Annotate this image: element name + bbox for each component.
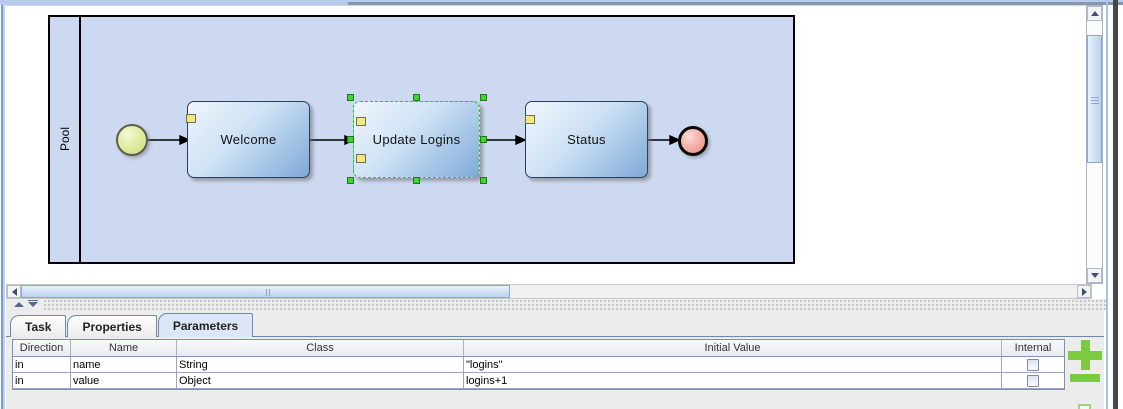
pool-label-strip: Pool	[50, 17, 81, 262]
arrow-right-icon	[1081, 287, 1087, 296]
start-event[interactable]	[116, 124, 148, 156]
divider-button-pad	[6, 299, 42, 310]
pool-label: Pool	[57, 127, 72, 152]
column-header-internal[interactable]: Internal	[1002, 340, 1064, 357]
task-update-parameter-marker-2	[356, 154, 366, 163]
cell-direction[interactable]: in	[13, 357, 71, 373]
thumb-grip-icon	[266, 289, 267, 296]
task-status-label: Status	[567, 132, 606, 147]
scroll-left-button[interactable]	[7, 285, 21, 298]
window-right-edge	[1113, 0, 1118, 409]
cell-internal	[1002, 357, 1064, 373]
task-welcome[interactable]: Welcome	[187, 101, 310, 178]
window-top-strip-left	[0, 0, 348, 5]
canvas-horizontal-scrollbar[interactable]	[6, 284, 1092, 299]
task-update-logins[interactable]: Update Logins	[353, 101, 480, 178]
panel-tab-bar: Task Properties Parameters	[10, 313, 254, 337]
vertical-scrollbar-thumb[interactable]	[1087, 35, 1102, 163]
properties-panel: Task Properties Parameters Direction Nam…	[6, 310, 1104, 409]
task-welcome-parameter-marker	[186, 114, 196, 123]
resize-handle-bottom-mid[interactable]	[413, 177, 420, 184]
task-welcome-label: Welcome	[220, 132, 277, 147]
window-left-border	[0, 5, 6, 409]
arrow-left-icon	[11, 287, 17, 296]
table-row[interactable]: in name String "logins"	[13, 357, 1064, 373]
column-header-class[interactable]: Class	[177, 340, 464, 357]
resize-handle-top-left[interactable]	[347, 94, 354, 101]
cell-internal	[1002, 373, 1064, 389]
tab-properties-label: Properties	[82, 319, 142, 334]
cell-direction[interactable]: in	[13, 373, 71, 389]
split-pane-divider[interactable]	[6, 299, 1106, 310]
scroll-right-button[interactable]	[1077, 285, 1091, 298]
resize-handle-bottom-left[interactable]	[347, 177, 354, 184]
collapse-up-icon[interactable]	[14, 302, 24, 307]
cell-initial-value[interactable]: logins+1	[464, 373, 1002, 389]
canvas-vertical-scrollbar[interactable]	[1086, 5, 1103, 284]
task-status[interactable]: Status	[525, 101, 648, 178]
resize-handle-mid-right[interactable]	[480, 136, 487, 143]
task-update-logins-label: Update Logins	[372, 132, 461, 147]
remove-parameter-button[interactable]	[1070, 374, 1100, 382]
window-right-border	[1106, 0, 1108, 409]
window-top-strip	[0, 0, 1123, 2]
cell-class[interactable]: String	[177, 357, 464, 373]
partial-action-button[interactable]	[1078, 404, 1091, 409]
arrow-up-icon	[1090, 11, 1099, 16]
tab-content-border	[6, 336, 1104, 337]
column-header-direction[interactable]: Direction	[13, 340, 71, 357]
scroll-up-button[interactable]	[1087, 6, 1102, 21]
tab-properties[interactable]: Properties	[67, 315, 157, 337]
internal-checkbox[interactable]	[1027, 374, 1039, 387]
task-status-parameter-marker	[525, 115, 535, 124]
horizontal-scrollbar-thumb[interactable]	[21, 285, 510, 298]
resize-handle-bottom-right[interactable]	[480, 177, 487, 184]
end-event[interactable]	[678, 126, 708, 156]
resize-handle-mid-left[interactable]	[347, 136, 354, 143]
expand-down-icon[interactable]	[28, 302, 38, 307]
cell-name[interactable]: name	[71, 357, 177, 373]
tab-parameters[interactable]: Parameters	[157, 313, 254, 337]
resize-handle-top-mid[interactable]	[413, 94, 420, 101]
add-parameter-button[interactable]	[1068, 340, 1102, 370]
tab-task-label: Task	[25, 319, 52, 334]
table-header-row: Direction Name Class Initial Value Inter…	[13, 340, 1064, 357]
diagram-canvas[interactable]: Pool Welcome	[6, 5, 1086, 284]
cell-initial-value[interactable]: "logins"	[464, 357, 1002, 373]
cell-class[interactable]: Object	[177, 373, 464, 389]
expand-down-bar	[28, 300, 38, 301]
tab-parameters-label: Parameters	[172, 318, 239, 333]
resize-handle-top-right[interactable]	[480, 94, 487, 101]
cell-name[interactable]: value	[71, 373, 177, 389]
column-header-name[interactable]: Name	[71, 340, 177, 357]
column-header-initial-value[interactable]: Initial Value	[464, 340, 1002, 357]
window-top-strip-slate	[348, 2, 1123, 5]
task-update-parameter-marker-1	[356, 117, 366, 126]
tab-task[interactable]: Task	[10, 315, 67, 337]
arrow-down-icon	[1090, 273, 1099, 278]
table-row[interactable]: in value Object logins+1	[13, 373, 1064, 389]
parameters-table: Direction Name Class Initial Value Inter…	[12, 339, 1065, 390]
internal-checkbox[interactable]	[1027, 358, 1039, 371]
thumb-grip-icon	[1091, 97, 1099, 98]
scroll-down-button[interactable]	[1087, 268, 1102, 283]
